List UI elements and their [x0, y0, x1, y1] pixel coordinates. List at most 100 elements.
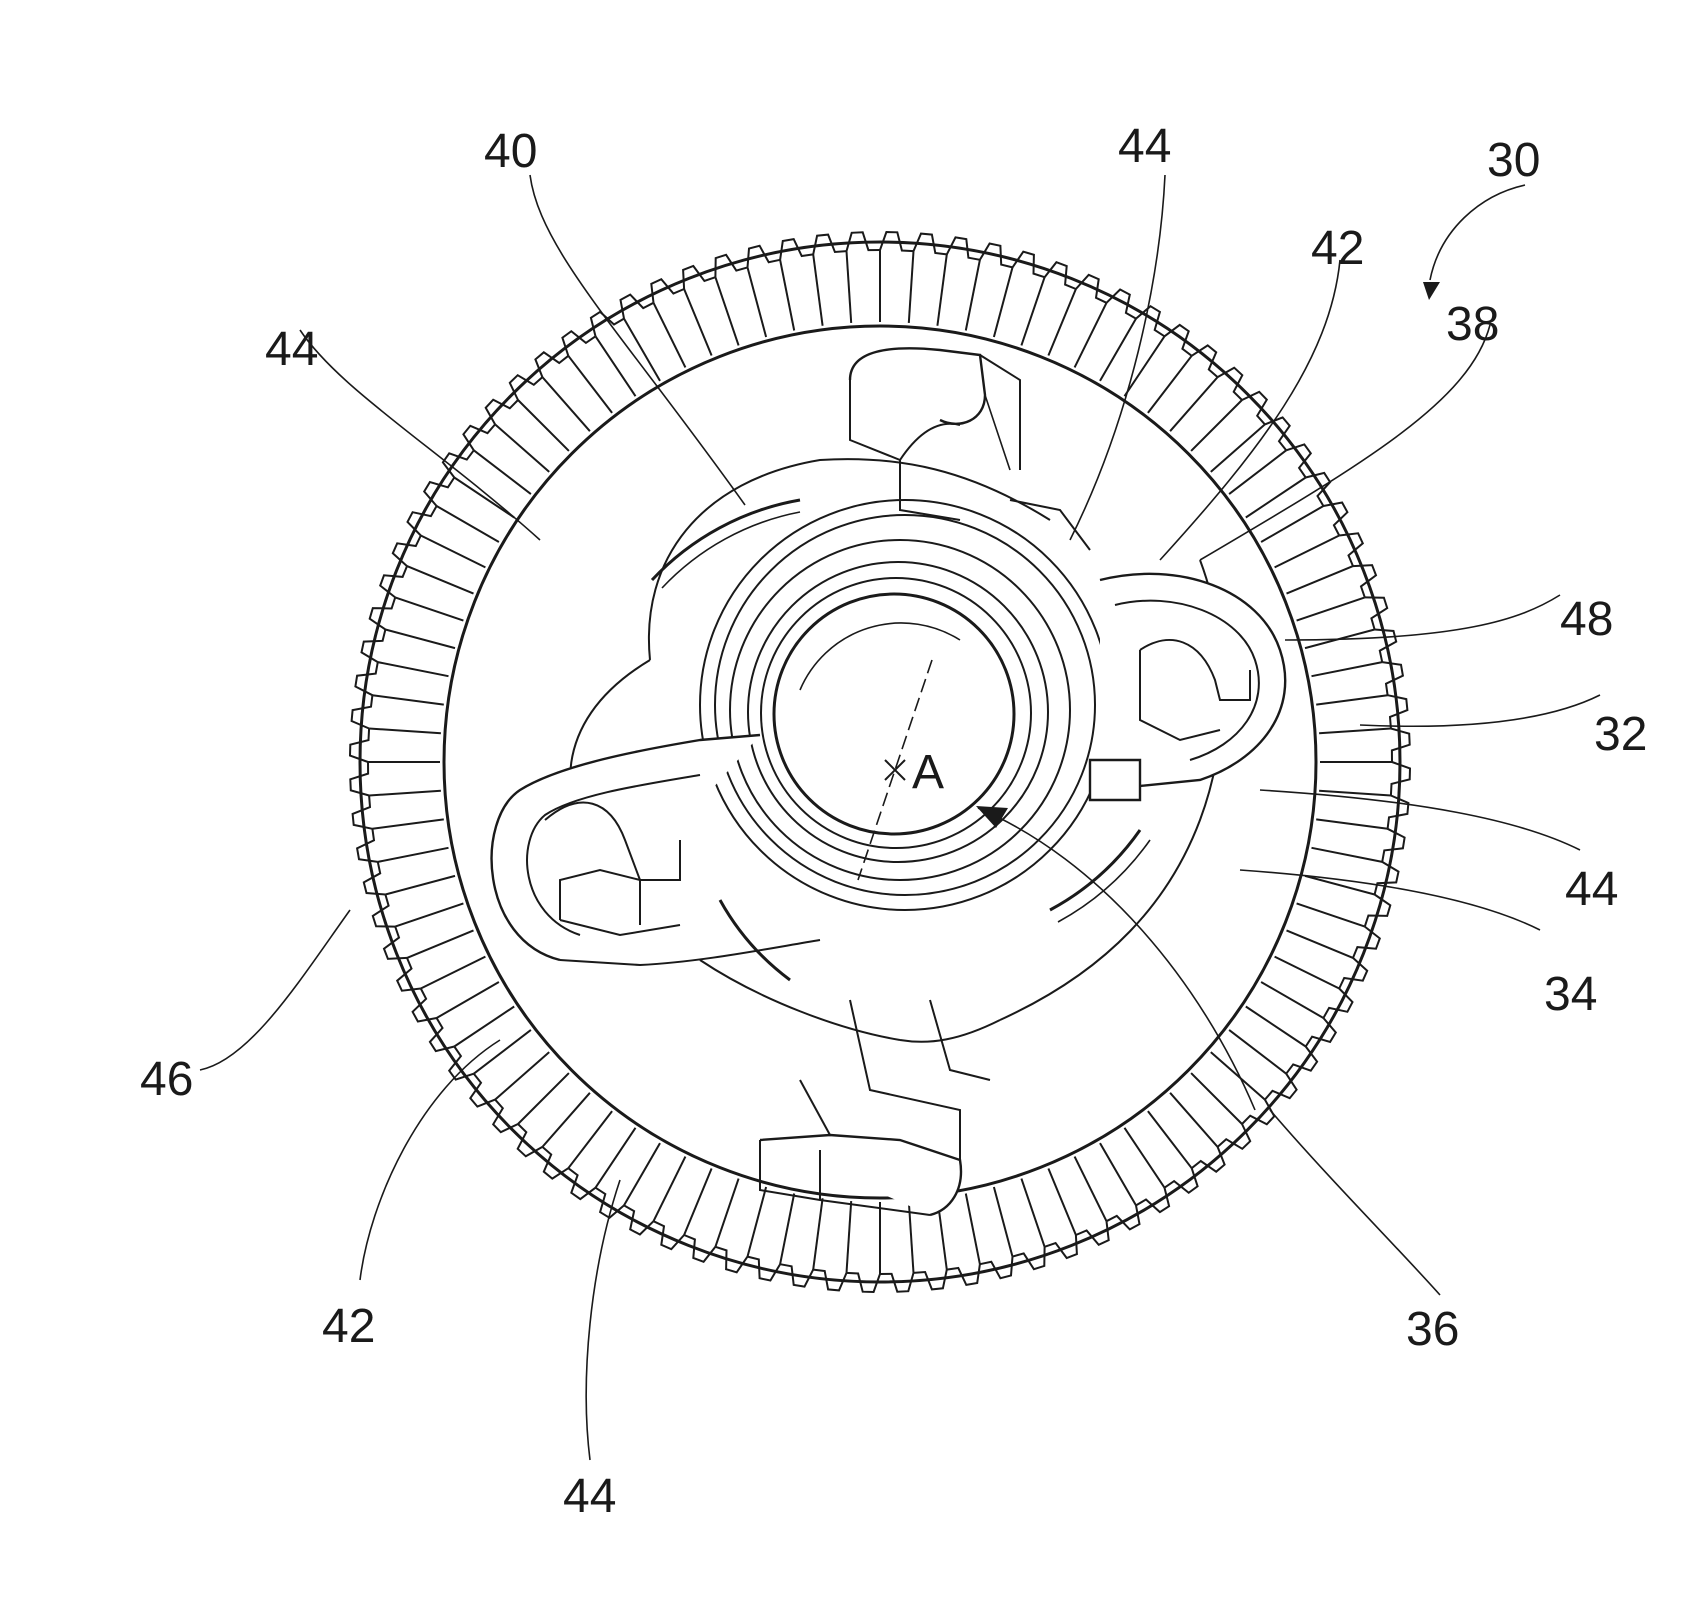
label-44-bottom: 44	[563, 1470, 616, 1523]
gear-tooth-edge	[654, 1157, 686, 1222]
gear-tooth-edge	[1305, 876, 1375, 895]
top-clip	[850, 348, 1090, 550]
label-40: 40	[484, 125, 537, 178]
gear-tooth-edge	[518, 1073, 569, 1124]
gear-tooth-edge	[780, 1194, 794, 1265]
gear-tooth-edge	[1316, 695, 1387, 704]
gear-tooth	[413, 989, 437, 1022]
gear-tooth-edge	[1191, 1073, 1242, 1124]
gear-tooth-edge	[1125, 336, 1165, 396]
gear-tooth-edge	[966, 1194, 980, 1265]
gear-tooth	[654, 1221, 685, 1249]
gear-tooth-edge	[568, 356, 612, 413]
gear-tooth-edge	[966, 260, 980, 331]
gear-tooth-edge	[813, 1198, 822, 1269]
gear-tooth-edge	[437, 982, 499, 1018]
gear-tooth-edge	[1319, 729, 1391, 734]
gear-tooth-edge	[1075, 303, 1107, 368]
gear-tooth-edge	[847, 251, 852, 323]
gear-tooth	[1076, 275, 1107, 303]
gear-tooth-edge	[596, 1128, 636, 1188]
gear-tooth-edge	[1246, 1007, 1306, 1047]
gear-tooth	[562, 331, 595, 356]
gear-tooth-edge	[654, 303, 686, 368]
gear-tooth	[408, 506, 437, 536]
gear-tooth	[1242, 392, 1267, 425]
label-42-bottom: 42	[322, 1300, 375, 1353]
gear-tooth-edge	[372, 695, 443, 704]
gear-tooth	[591, 312, 624, 336]
axis-label: A	[912, 746, 944, 799]
gear-tooth	[1323, 503, 1347, 536]
label-30: 30	[1487, 134, 1540, 187]
gear-tooth-edge	[1170, 1093, 1218, 1147]
gear-tooth-edge	[1246, 478, 1306, 518]
gear-tooth-edge	[378, 662, 449, 676]
gear-tooth	[1107, 1205, 1140, 1229]
gear-tooth	[624, 1205, 654, 1234]
gear-tooth-edge	[1275, 536, 1340, 568]
gear-tooth-edge	[1148, 356, 1192, 413]
gear-tooth-edge	[421, 957, 486, 989]
gear-tooth	[1218, 368, 1243, 400]
label-44-left: 44	[265, 323, 318, 376]
gear-tooth	[430, 1018, 454, 1051]
gear-tooth-edge	[518, 400, 569, 451]
gear-tooth	[621, 295, 654, 319]
gear-tooth-edge	[684, 289, 712, 356]
gear-tooth-edge	[1170, 377, 1218, 431]
bottom-clip	[760, 1000, 990, 1215]
gear-tooth-edge	[1100, 1143, 1136, 1205]
gear-tooth-edge	[684, 1169, 712, 1236]
gear-tooth-edge	[1287, 930, 1354, 958]
gear-tooth-edge	[1191, 400, 1242, 451]
gear-tooth-edge	[395, 597, 463, 620]
gear-tooth	[1286, 444, 1311, 477]
gear-tooth	[470, 1074, 495, 1107]
gear-tooth-edge	[369, 729, 441, 734]
gear-tooth	[493, 1100, 518, 1133]
gear-tooth-edge	[624, 1143, 660, 1205]
gear-tooth	[1339, 958, 1367, 989]
gear-tooth	[1242, 1100, 1274, 1125]
gear-tooth-edge	[1261, 982, 1323, 1018]
gear-tooth-edge	[1021, 277, 1044, 345]
gear-tooth-edge	[385, 630, 455, 649]
gear-tooth	[486, 400, 518, 425]
gear-tooth	[1323, 989, 1352, 1019]
gear-tooth-edge	[437, 506, 499, 542]
reference-labels: 30 40 44 42 38 44 48 32 44 34 46 42 44 3…	[140, 120, 1647, 1523]
gear-tooth	[1265, 417, 1290, 450]
gear-tooth-edge	[407, 566, 474, 594]
gear-tooth-edge	[1316, 819, 1387, 828]
gear-tooth-edge	[407, 930, 474, 958]
gear-tooth-edge	[1100, 319, 1136, 381]
gear-tooth-edge	[1211, 1052, 1265, 1100]
gear-tooth-edge	[1261, 506, 1323, 542]
gear-tooth-edge	[378, 848, 449, 862]
label-36: 36	[1406, 1303, 1459, 1356]
gear-tooth-edge	[813, 254, 822, 325]
gear-tooth-edge	[1075, 1157, 1107, 1222]
gear-tooth-edge	[372, 819, 443, 828]
label-46: 46	[140, 1053, 193, 1106]
gear-tooth-edge	[1312, 848, 1383, 862]
gear-tooth	[1192, 1147, 1225, 1172]
gear-tooth-edge	[937, 254, 946, 325]
gear-tooth-edge	[1048, 1169, 1076, 1236]
gear-tooth-edge	[454, 1007, 514, 1047]
gear-tooth-edge	[568, 1111, 612, 1168]
label-38: 38	[1446, 298, 1499, 351]
gear-tooth-edge	[395, 903, 463, 926]
gear-tooth-edge	[1211, 424, 1265, 472]
gear-tooth-edge	[748, 267, 767, 337]
gear-tooth-edge	[454, 478, 514, 518]
gear-tooth-edge	[495, 1052, 549, 1100]
gear-tooth-edge	[542, 377, 590, 431]
gear-tooth-edge	[1275, 957, 1340, 989]
left-clip-arm	[492, 735, 820, 965]
gear-tooth	[1136, 1188, 1169, 1212]
gear-tooth-edge	[1125, 1128, 1165, 1188]
gear-tooth	[535, 352, 568, 377]
